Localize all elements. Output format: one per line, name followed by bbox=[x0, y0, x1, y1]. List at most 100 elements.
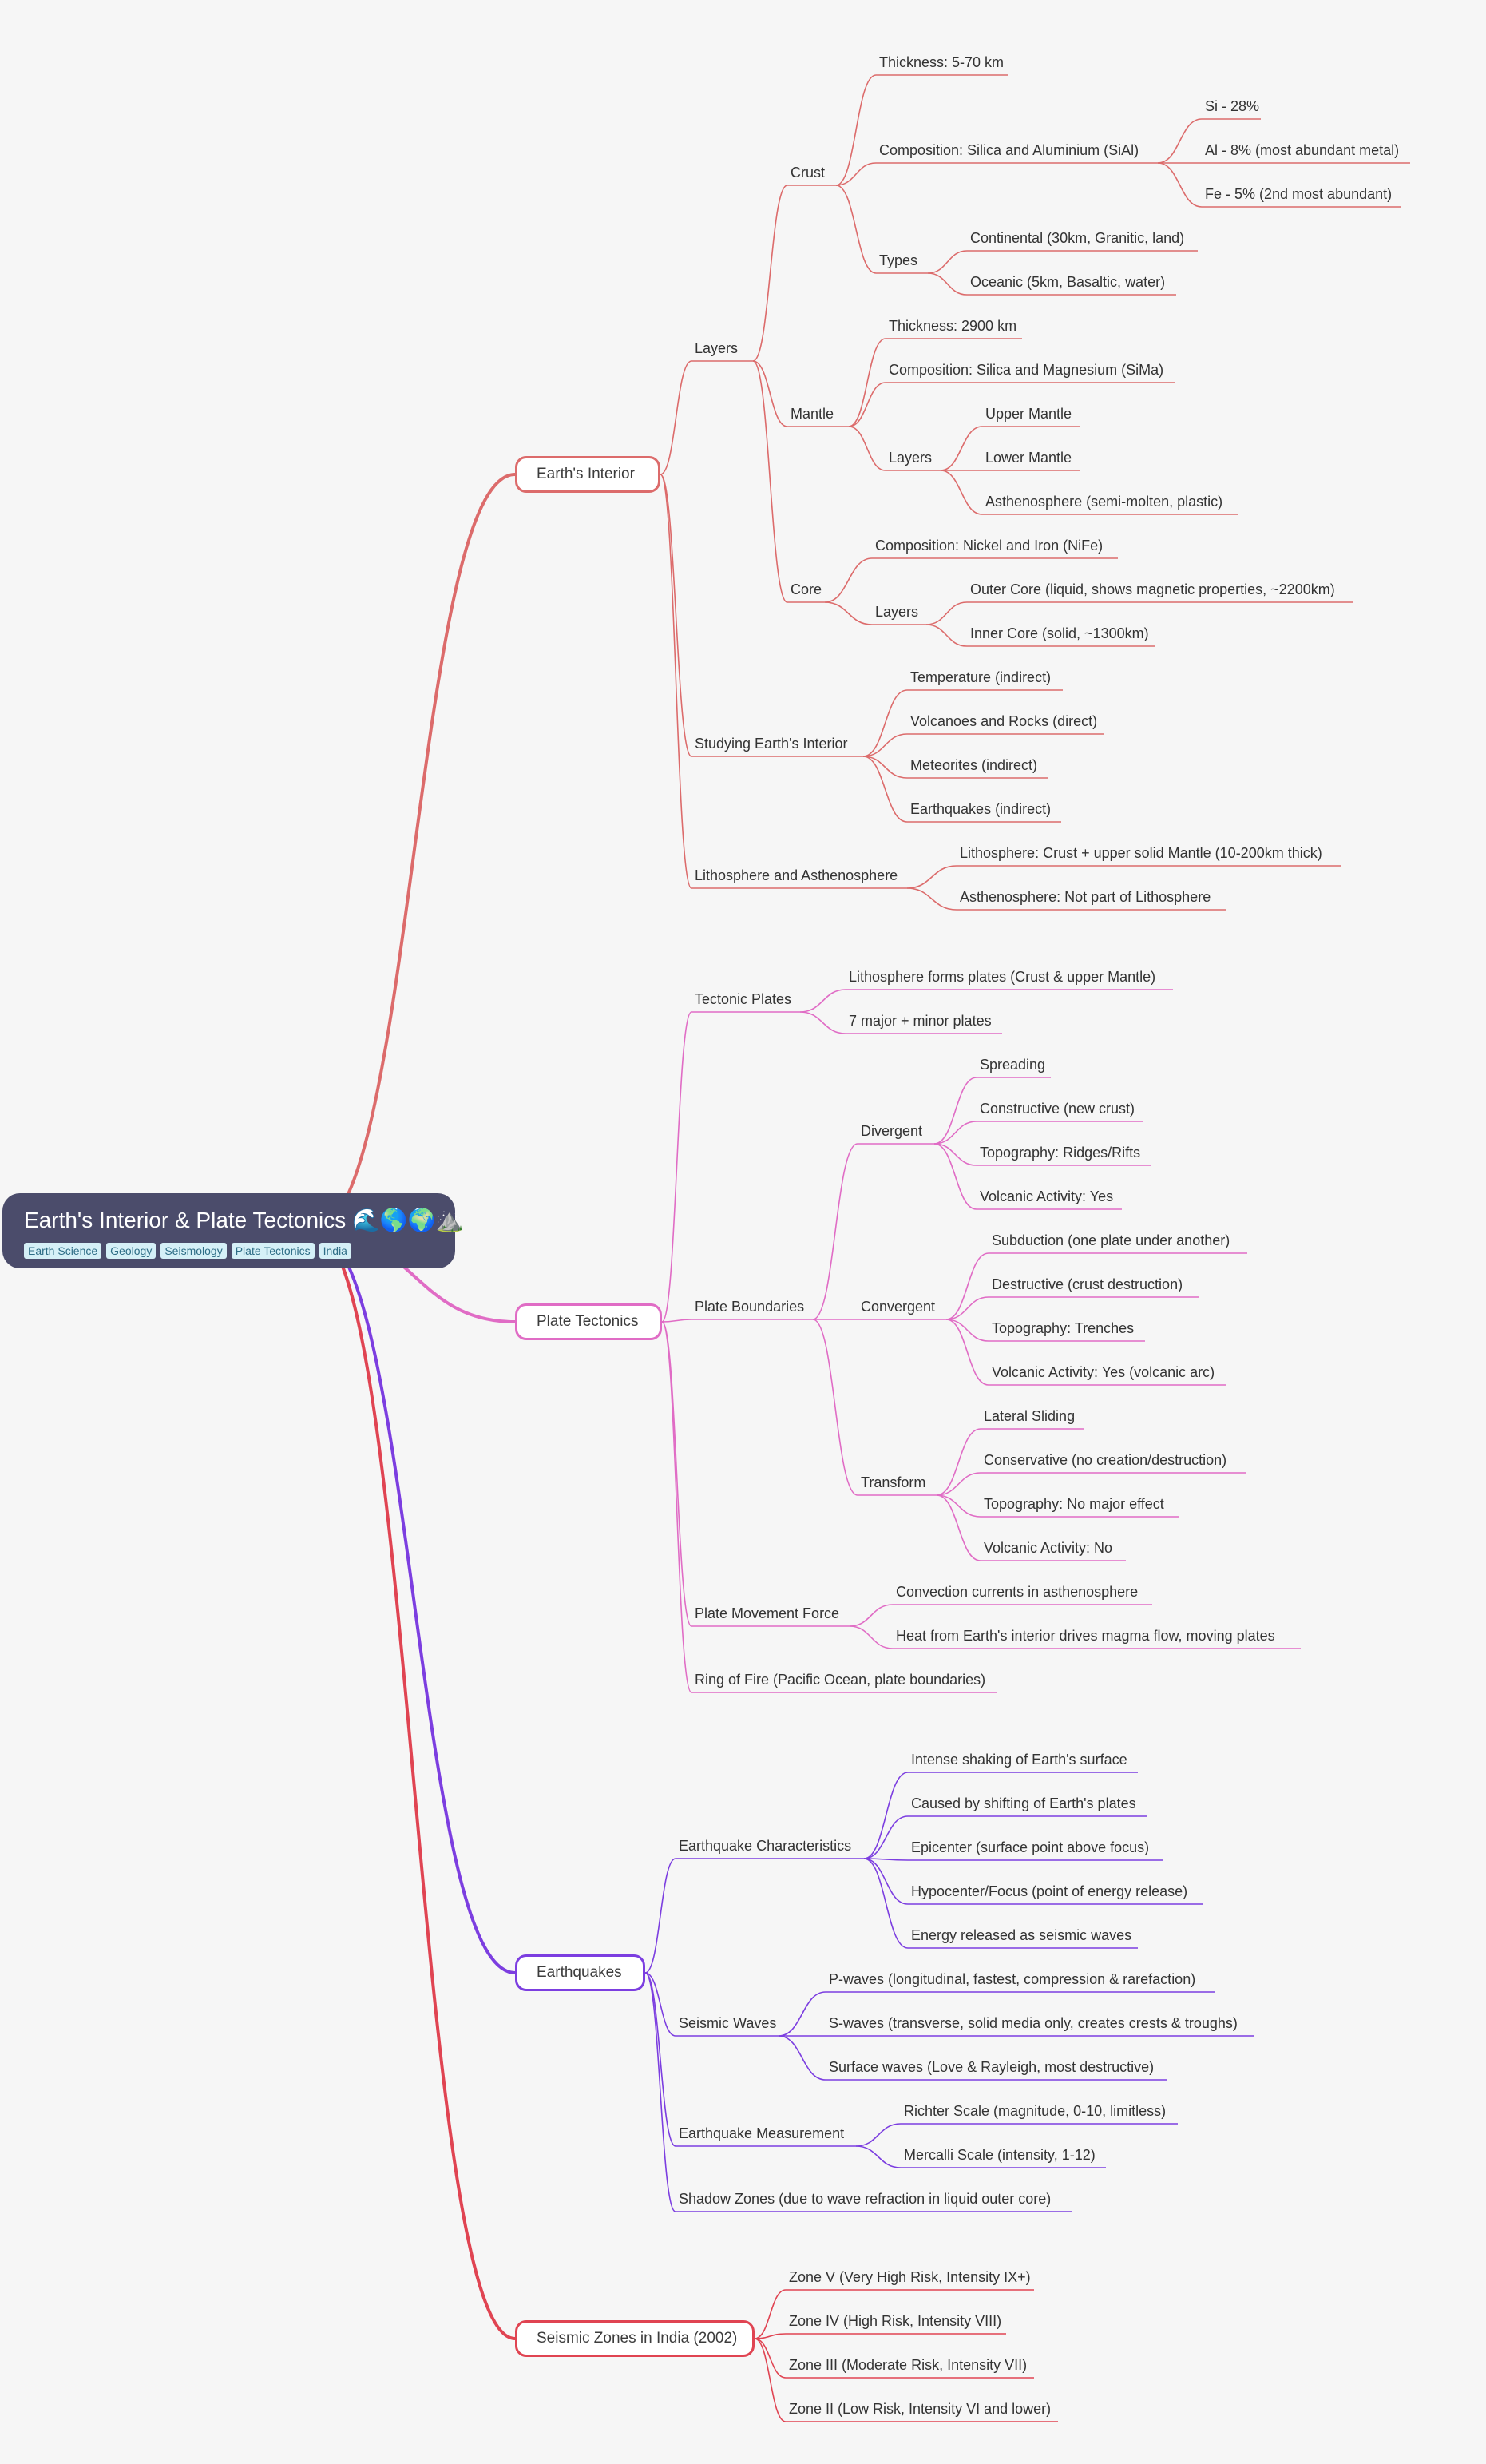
root-topic[interactable]: Earth's Interior & Plate Tectonics 🌊🌎🌍⛰️… bbox=[2, 1193, 464, 1268]
branch-plate-tectonics[interactable]: Plate Tectonics bbox=[515, 1303, 662, 1340]
topic-plate-movement-force[interactable]: Plate Movement Force bbox=[695, 1605, 840, 1621]
topic-earthquake-measurement[interactable]: Earthquake Measurement bbox=[679, 2125, 845, 2141]
topic-s-waves-transverse-solid-media-only-creates-cres[interactable]: S-waves (transverse, solid media only, c… bbox=[829, 2015, 1238, 2031]
topic-richter-scale-magnitude-0-10-limitless[interactable]: Richter Scale (magnitude, 0-10, limitles… bbox=[904, 2103, 1167, 2119]
topic-convection-currents-in-asthenosphere[interactable]: Convection currents in asthenosphere bbox=[896, 1584, 1139, 1600]
topic-spreading[interactable]: Spreading bbox=[980, 1057, 1046, 1073]
topic-mantle[interactable]: Mantle bbox=[791, 406, 834, 422]
topic-mercalli-scale-intensity-1-12[interactable]: Mercalli Scale (intensity, 1-12) bbox=[904, 2147, 1096, 2163]
branch-earth-s-interior[interactable]: Earth's Interior bbox=[515, 456, 660, 493]
topic-volcanic-activity-yes[interactable]: Volcanic Activity: Yes bbox=[980, 1188, 1114, 1204]
topic-subduction-one-plate-under-another[interactable]: Subduction (one plate under another) bbox=[992, 1232, 1230, 1248]
topic-energy-released-as-seismic-waves[interactable]: Energy released as seismic waves bbox=[911, 1927, 1132, 1943]
connector-meteorites-indirect bbox=[862, 756, 908, 779]
connector-composition-silica-and-aluminium-sial bbox=[835, 162, 877, 186]
topic-volcanic-activity-no[interactable]: Volcanic Activity: No bbox=[984, 1540, 1113, 1556]
topic-si-28[interactable]: Si - 28% bbox=[1205, 98, 1260, 114]
root-title: Earth's Interior & Plate Tectonics 🌊🌎🌍⛰️ bbox=[24, 1208, 464, 1232]
topic-seismic-waves[interactable]: Seismic Waves bbox=[679, 2015, 777, 2031]
connector-spreading bbox=[933, 1077, 977, 1145]
branch-seismic-zones-in-india-2002[interactable]: Seismic Zones in India (2002) bbox=[515, 2320, 755, 2357]
topic-layers[interactable]: Layers bbox=[875, 604, 919, 620]
topic-convergent[interactable]: Convergent bbox=[861, 1299, 936, 1315]
topic-p-waves-longitudinal-fastest-compression-rarefac[interactable]: P-waves (longitudinal, fastest, compress… bbox=[829, 1971, 1196, 1987]
topic-composition-silica-and-aluminium-sial[interactable]: Composition: Silica and Aluminium (SiAl) bbox=[879, 142, 1139, 158]
topic-destructive-crust-destruction[interactable]: Destructive (crust destruction) bbox=[992, 1276, 1183, 1292]
topic-surface-waves-love-rayleigh-most-destructive[interactable]: Surface waves (Love & Rayleigh, most des… bbox=[829, 2059, 1155, 2075]
topic-studying-earth-s-interior[interactable]: Studying Earth's Interior bbox=[695, 736, 848, 752]
topic-caused-by-shifting-of-earth-s-plates[interactable]: Caused by shifting of Earth's plates bbox=[911, 1795, 1136, 1811]
tag-geology[interactable]: Geology bbox=[106, 1243, 157, 1259]
connector-constructive-new-crust bbox=[933, 1121, 977, 1145]
topic-hypocenter-focus-point-of-energy-release[interactable]: Hypocenter/Focus (point of energy releas… bbox=[911, 1883, 1188, 1899]
connector-p-waves-longitudinal-fastest-compression-rarefac bbox=[778, 1991, 826, 2037]
topic-lithosphere-crust-upper-solid-mantle-10-200km-th[interactable]: Lithosphere: Crust + upper solid Mantle … bbox=[960, 845, 1322, 861]
topic-asthenosphere-not-part-of-lithosphere[interactable]: Asthenosphere: Not part of Lithosphere bbox=[960, 889, 1211, 905]
topic-fe-5-2nd-most-abundant[interactable]: Fe - 5% (2nd most abundant) bbox=[1205, 186, 1393, 202]
tag-earth-science[interactable]: Earth Science bbox=[24, 1243, 102, 1259]
connector-seismic-waves bbox=[644, 1972, 676, 2037]
branch-earthquakes[interactable]: Earthquakes bbox=[515, 1954, 645, 1991]
tag-india[interactable]: India bbox=[319, 1243, 351, 1259]
connector-asthenosphere-semi-molten-plastic bbox=[940, 470, 983, 515]
topic-volcanoes-and-rocks-direct[interactable]: Volcanoes and Rocks (direct) bbox=[910, 713, 1098, 729]
topic-earthquake-characteristics[interactable]: Earthquake Characteristics bbox=[679, 1838, 852, 1854]
connector-plate-movement-force bbox=[661, 1321, 692, 1627]
connector-volcanic-activity-yes-volcanic-arc bbox=[945, 1319, 989, 1386]
topic-tectonic-plates[interactable]: Tectonic Plates bbox=[695, 991, 792, 1007]
topic-7-major-minor-plates[interactable]: 7 major + minor plates bbox=[849, 1013, 992, 1029]
topic-crust[interactable]: Crust bbox=[791, 165, 826, 181]
topic-outer-core-liquid-shows-magnetic-properties-2200[interactable]: Outer Core (liquid, shows magnetic prope… bbox=[970, 581, 1335, 597]
topic-heat-from-earth-s-interior-drives-magma-flow-mov[interactable]: Heat from Earth's interior drives magma … bbox=[896, 1628, 1275, 1644]
topic-composition-nickel-and-iron-nife[interactable]: Composition: Nickel and Iron (NiFe) bbox=[875, 538, 1104, 554]
topic-constructive-new-crust[interactable]: Constructive (new crust) bbox=[980, 1101, 1135, 1117]
topic-thickness-2900-km[interactable]: Thickness: 2900 km bbox=[889, 318, 1017, 334]
topic-thickness-5-70-km[interactable]: Thickness: 5-70 km bbox=[879, 54, 1005, 70]
topic-lithosphere-forms-plates-crust-upper-mantle[interactable]: Lithosphere forms plates (Crust & upper … bbox=[849, 969, 1156, 985]
topic-upper-mantle[interactable]: Upper Mantle bbox=[985, 406, 1072, 422]
topic-lower-mantle[interactable]: Lower Mantle bbox=[985, 450, 1072, 466]
topic-zone-iii-moderate-risk-intensity-vii[interactable]: Zone III (Moderate Risk, Intensity VII) bbox=[789, 2357, 1028, 2373]
topic-conservative-no-creation-destruction[interactable]: Conservative (no creation/destruction) bbox=[984, 1452, 1227, 1468]
topic-topography-ridges-rifts[interactable]: Topography: Ridges/Rifts bbox=[980, 1145, 1141, 1161]
tag-plate-tectonics[interactable]: Plate Tectonics bbox=[231, 1243, 315, 1259]
topic-epicenter-surface-point-above-focus[interactable]: Epicenter (surface point above focus) bbox=[911, 1839, 1150, 1855]
topic-core[interactable]: Core bbox=[791, 581, 822, 597]
topic-zone-ii-low-risk-intensity-vi-and-lower[interactable]: Zone II (Low Risk, Intensity VI and lowe… bbox=[789, 2401, 1052, 2417]
connector-divergent bbox=[812, 1143, 858, 1320]
topic-layers[interactable]: Layers bbox=[695, 340, 739, 356]
connector-branch-earthquakes bbox=[312, 1228, 516, 1974]
topic-plate-boundaries[interactable]: Plate Boundaries bbox=[695, 1299, 805, 1315]
topic-divergent[interactable]: Divergent bbox=[861, 1123, 923, 1139]
connector-branch-zones bbox=[312, 1228, 516, 2340]
topic-temperature-indirect[interactable]: Temperature (indirect) bbox=[910, 669, 1052, 685]
topic-earthquakes-indirect[interactable]: Earthquakes (indirect) bbox=[910, 801, 1052, 817]
topic-topography-trenches[interactable]: Topography: Trenches bbox=[992, 1320, 1135, 1336]
connector-upper-mantle bbox=[940, 426, 983, 471]
topic-intense-shaking-of-earth-s-surface[interactable]: Intense shaking of Earth's surface bbox=[911, 1752, 1127, 1768]
topic-asthenosphere-semi-molten-plastic[interactable]: Asthenosphere (semi-molten, plastic) bbox=[985, 494, 1223, 510]
topic-oceanic-5km-basaltic-water[interactable]: Oceanic (5km, Basaltic, water) bbox=[970, 274, 1166, 290]
topic-types[interactable]: Types bbox=[879, 252, 918, 268]
topic-transform[interactable]: Transform bbox=[861, 1474, 926, 1490]
connector-zone-iii-moderate-risk-intensity-vii bbox=[754, 2338, 787, 2379]
topic-ring-of-fire-pacific-ocean-plate-boundaries[interactable]: Ring of Fire (Pacific Ocean, plate bound… bbox=[695, 1672, 986, 1688]
connector-earthquakes-indirect bbox=[862, 756, 908, 823]
topic-inner-core-solid-1300km[interactable]: Inner Core (solid, ~1300km) bbox=[970, 625, 1149, 641]
topic-meteorites-indirect[interactable]: Meteorites (indirect) bbox=[910, 757, 1038, 773]
topic-zone-v-very-high-risk-intensity-ix[interactable]: Zone V (Very High Risk, Intensity IX+) bbox=[789, 2269, 1031, 2285]
topic-zone-iv-high-risk-intensity-viii[interactable]: Zone IV (High Risk, Intensity VIII) bbox=[789, 2313, 1002, 2329]
connector-fe-5-2nd-most-abundant bbox=[1157, 162, 1203, 208]
topic-topography-no-major-effect[interactable]: Topography: No major effect bbox=[984, 1496, 1164, 1512]
tag-seismology[interactable]: Seismology bbox=[160, 1243, 227, 1259]
topic-continental-30km-granitic-land[interactable]: Continental (30km, Granitic, land) bbox=[970, 230, 1185, 246]
connector-core bbox=[752, 360, 788, 603]
topic-layers[interactable]: Layers bbox=[889, 450, 933, 466]
topic-volcanic-activity-yes-volcanic-arc[interactable]: Volcanic Activity: Yes (volcanic arc) bbox=[992, 1364, 1215, 1380]
topic-lateral-sliding[interactable]: Lateral Sliding bbox=[984, 1408, 1076, 1424]
topic-composition-silica-and-magnesium-sima[interactable]: Composition: Silica and Magnesium (SiMa) bbox=[889, 362, 1164, 378]
topic-al-8-most-abundant-metal[interactable]: Al - 8% (most abundant metal) bbox=[1205, 142, 1400, 158]
connector-mantle bbox=[752, 360, 788, 427]
topic-shadow-zones-due-to-wave-refraction-in-liquid-ou[interactable]: Shadow Zones (due to wave refraction in … bbox=[679, 2191, 1052, 2207]
topic-lithosphere-and-asthenosphere[interactable]: Lithosphere and Asthenosphere bbox=[695, 867, 898, 883]
